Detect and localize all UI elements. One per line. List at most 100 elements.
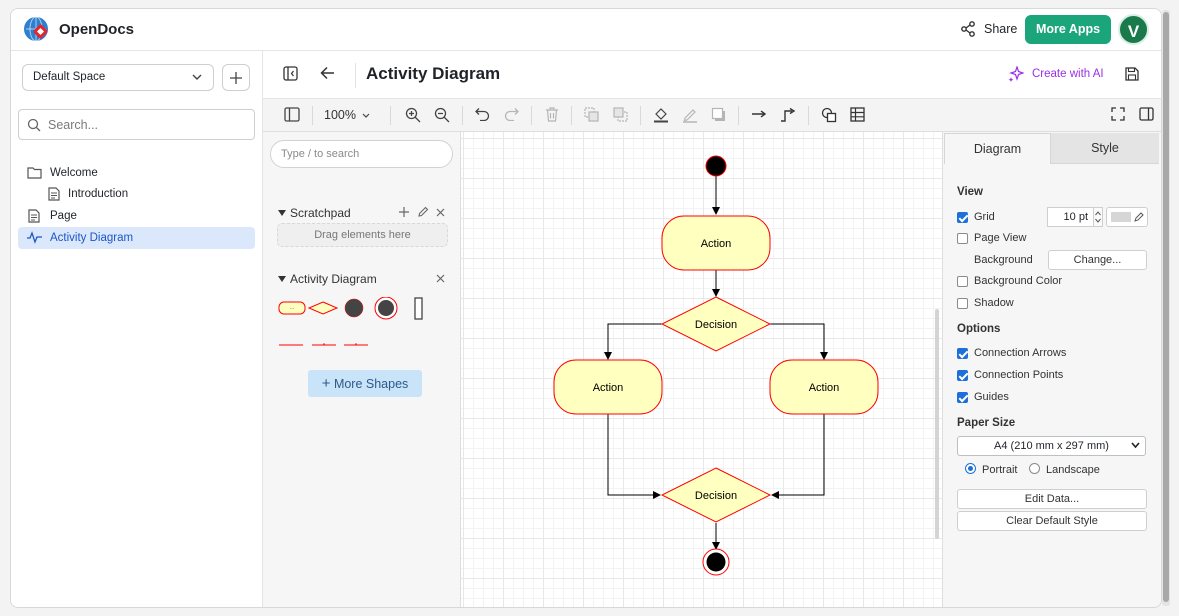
paper-size-heading: Paper Size: [957, 417, 1016, 429]
more-apps-button[interactable]: More Apps: [1025, 15, 1111, 44]
pencil-icon[interactable]: [417, 206, 429, 218]
activity-library-title[interactable]: Activity Diagram: [290, 272, 377, 286]
edge-decision-to-left-action[interactable]: [604, 323, 662, 360]
close-icon[interactable]: [436, 274, 445, 283]
scratchpad-title[interactable]: Scratchpad: [290, 206, 351, 220]
format-panel-icon[interactable]: [1139, 107, 1154, 121]
page-title: Activity Diagram: [366, 64, 501, 83]
grid-color-button[interactable]: [1106, 207, 1148, 227]
insert-shape-icon[interactable]: [821, 107, 837, 123]
diagram[interactable]: Action Decision Action Action Decision: [461, 132, 942, 608]
window-scrollbar[interactable]: [1162, 10, 1170, 606]
create-with-ai-button[interactable]: Create with AI: [1032, 68, 1104, 80]
user-avatar[interactable]: V: [1118, 14, 1149, 45]
shape-decision[interactable]: [307, 301, 339, 315]
plus-icon[interactable]: [399, 207, 409, 217]
to-front-icon[interactable]: [584, 107, 599, 122]
page-view-checkbox[interactable]: [957, 233, 968, 244]
connection-points-checkbox[interactable]: [957, 370, 968, 381]
initial-node[interactable]: [705, 155, 727, 177]
landscape-radio[interactable]: [1029, 463, 1040, 474]
sidebar-item-page[interactable]: Page: [25, 205, 255, 227]
edge-right-action-to-merge[interactable]: [771, 414, 825, 499]
shape-initial-node[interactable]: [344, 298, 364, 318]
collapse-caret-icon[interactable]: [278, 276, 286, 282]
grid-checkbox[interactable]: [957, 212, 968, 223]
zoom-in-icon[interactable]: [405, 107, 421, 123]
table-icon[interactable]: [850, 107, 865, 122]
shape-final-node[interactable]: [374, 297, 398, 320]
canvas-scrollbar[interactable]: [935, 309, 939, 539]
connection-arrows-checkbox[interactable]: [957, 348, 968, 359]
shape-connector-labeled-2[interactable]: [344, 343, 368, 346]
edit-data-button[interactable]: Edit Data...: [957, 489, 1147, 509]
chevron-down-icon: [1131, 442, 1140, 449]
shape-connector-labeled[interactable]: [312, 343, 336, 346]
share-button[interactable]: Share: [984, 22, 1018, 36]
fullscreen-icon[interactable]: [1111, 107, 1125, 121]
shape-fork-bar[interactable]: [414, 297, 423, 320]
line-color-icon[interactable]: [682, 107, 698, 123]
toolbar-divider: [571, 106, 572, 125]
grid-size-input[interactable]: 10 pt: [1047, 207, 1094, 227]
shapes-panel: Type / to search Scratchpad Drag element…: [263, 132, 461, 607]
grid-size-stepper[interactable]: [1093, 207, 1103, 227]
merge-decision-node[interactable]: [660, 467, 772, 523]
portrait-radio[interactable]: [965, 463, 976, 474]
guides-checkbox[interactable]: [957, 392, 968, 403]
guides-label: Guides: [974, 391, 1009, 403]
sidebar-item-label: Activity Diagram: [50, 232, 134, 244]
sidebar-item-introduction[interactable]: Introduction: [45, 183, 255, 205]
shadow-checkbox[interactable]: [957, 298, 968, 309]
zoom-level-dropdown[interactable]: 100%: [324, 108, 370, 122]
zoom-out-icon[interactable]: [434, 107, 450, 123]
edge-left-action-to-merge[interactable]: [607, 414, 661, 499]
tab-style[interactable]: Style: [1051, 133, 1159, 164]
document-icon: [28, 209, 40, 223]
app-brand-name: OpenDocs: [59, 21, 135, 38]
to-back-icon[interactable]: [613, 107, 628, 122]
opendocs-logo-icon[interactable]: [23, 16, 49, 42]
close-icon[interactable]: [436, 208, 445, 217]
sidebar-search-input[interactable]: Search...: [18, 109, 255, 140]
paper-size-select[interactable]: A4 (210 mm x 297 mm): [957, 436, 1146, 456]
format-panel-toggle-icon[interactable]: [284, 107, 300, 122]
undo-icon[interactable]: [475, 107, 490, 121]
waypoints-icon[interactable]: [780, 107, 796, 123]
sidebar-item-activity-diagram[interactable]: Activity Diagram: [18, 227, 255, 249]
header-divider: [355, 63, 356, 88]
change-background-button[interactable]: Change...: [1048, 250, 1147, 270]
add-space-button[interactable]: [222, 64, 250, 91]
decision-node[interactable]: [660, 296, 772, 352]
shape-search-input[interactable]: Type / to search: [270, 140, 453, 168]
trash-icon[interactable]: [545, 107, 559, 122]
more-shapes-button[interactable]: + More Shapes: [308, 370, 422, 397]
window-scrollbar-thumb[interactable]: [1163, 12, 1169, 602]
connection-points-label: Connection Points: [974, 369, 1064, 381]
save-icon[interactable]: [1125, 67, 1139, 81]
collapse-caret-icon[interactable]: [278, 210, 286, 216]
action-node[interactable]: [661, 215, 771, 271]
space-selector[interactable]: Default Space: [22, 64, 214, 91]
edge-decision-to-right-action[interactable]: [770, 323, 828, 360]
fill-color-icon[interactable]: [653, 107, 669, 123]
connection-arrow-icon[interactable]: [751, 107, 767, 121]
sidebar-item-welcome[interactable]: Welcome: [25, 162, 255, 184]
share-icon[interactable]: [960, 21, 976, 37]
shape-action[interactable]: ···: [278, 301, 306, 315]
action-node-left[interactable]: [553, 359, 663, 415]
scratchpad-drop-zone[interactable]: Drag elements here: [277, 223, 448, 247]
clear-default-style-button[interactable]: Clear Default Style: [957, 511, 1147, 531]
background-color-checkbox[interactable]: [957, 276, 968, 287]
tab-diagram[interactable]: Diagram: [944, 133, 1051, 164]
shadow-icon[interactable]: [711, 107, 727, 123]
sidebar-collapse-icon[interactable]: [283, 66, 298, 81]
redo-icon[interactable]: [504, 107, 519, 121]
action-node-right[interactable]: [769, 359, 879, 415]
diagram-canvas[interactable]: Action Decision Action Action Decision: [461, 132, 942, 608]
stepper-arrows-icon: [1095, 211, 1101, 223]
sidebar-item-label: Introduction: [68, 188, 129, 200]
sparkles-icon[interactable]: [1008, 66, 1024, 82]
arrow-left-icon[interactable]: [320, 66, 335, 80]
final-node-core: [706, 552, 726, 572]
